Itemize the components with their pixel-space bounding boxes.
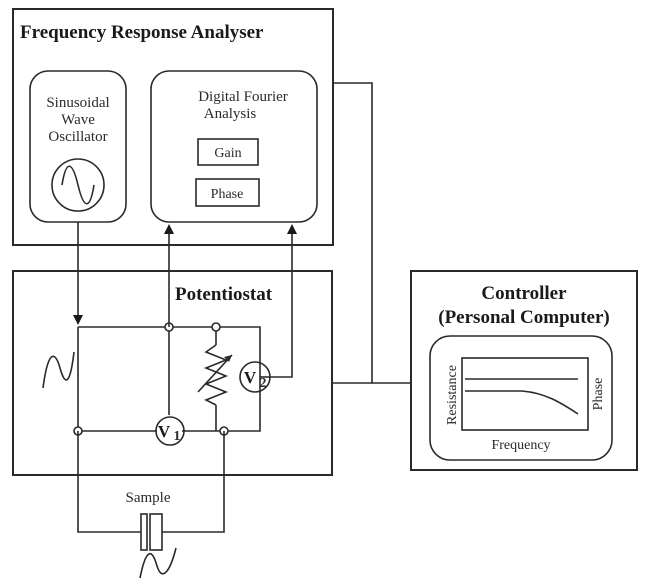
circuit-left-loop <box>77 327 157 432</box>
potentiostat-frame <box>12 270 333 476</box>
oscillator-sine-icon <box>51 158 105 212</box>
v2-subscript: 2 <box>260 376 267 391</box>
phase-label: Phase <box>211 187 244 202</box>
fra-title: Frequency Response Analyser <box>20 22 264 43</box>
controller-title: Controller <box>481 283 567 304</box>
v1-circle-icon <box>155 416 185 446</box>
plot-y2label: Phase <box>591 378 606 411</box>
oscillator-label-2: Wave <box>61 112 95 128</box>
node-top-right <box>211 322 221 332</box>
plot-xlabel: Frequency <box>491 438 550 453</box>
sample-right-lead <box>162 431 225 533</box>
potentiostat-title: Potentiostat <box>175 284 273 305</box>
dfa-label-1: Digital Fourier <box>198 89 288 105</box>
dfa-frame <box>150 70 318 223</box>
oscillator-frame <box>29 70 127 223</box>
v2-to-dfa-arrow <box>270 224 297 378</box>
variable-resistor-icon <box>203 344 229 406</box>
dfa-block: Digital Fourier Analysis Gain Phase <box>150 70 318 223</box>
potentiostat-sine-icon <box>42 351 75 389</box>
controller-frame <box>410 270 638 471</box>
resistor-adjust-arrow <box>197 354 233 393</box>
resistor-adjust-arrowhead <box>224 355 232 362</box>
oscillator-label-3: Oscillator <box>48 129 107 145</box>
controller: Controller (Personal Computer) Resistanc… <box>410 270 638 471</box>
oscillator-sine-wave <box>61 165 95 205</box>
gain-label: Gain <box>214 146 241 161</box>
phase-curve <box>465 390 579 415</box>
signal-lines <box>73 82 410 384</box>
controller-subtitle: (Personal Computer) <box>438 307 610 328</box>
v1-subscript: 1 <box>174 429 181 444</box>
gain-box <box>197 138 259 166</box>
sample-cell: Sample <box>77 431 225 579</box>
sample-sine-icon <box>139 547 177 579</box>
fra-frame <box>12 8 334 246</box>
dfa-label-2: Analysis <box>204 106 257 122</box>
voltmeter-v1: V 1 <box>155 416 185 446</box>
fra-to-controller-line <box>333 82 410 384</box>
v1-letter: V <box>158 422 171 441</box>
v2-letter: V <box>244 368 257 387</box>
sample-label: Sample <box>126 490 171 506</box>
phase-box <box>195 178 260 207</box>
sample-electrode-right <box>149 513 163 551</box>
oscillator-block: Sinusoidal Wave Oscillator <box>29 70 127 223</box>
controller-screen-frame <box>429 335 613 461</box>
controller-plot-area <box>461 357 589 431</box>
sample-electrode-left <box>140 513 148 551</box>
potentiostat: Potentiostat V 1 V 2 <box>12 270 333 476</box>
frequency-response-analyser: Frequency Response Analyser Sinusoidal W… <box>12 8 334 246</box>
oscillator-label-1: Sinusoidal <box>46 95 109 111</box>
sample-left-lead <box>77 431 141 533</box>
plot-ylabel: Resistance <box>445 365 460 425</box>
